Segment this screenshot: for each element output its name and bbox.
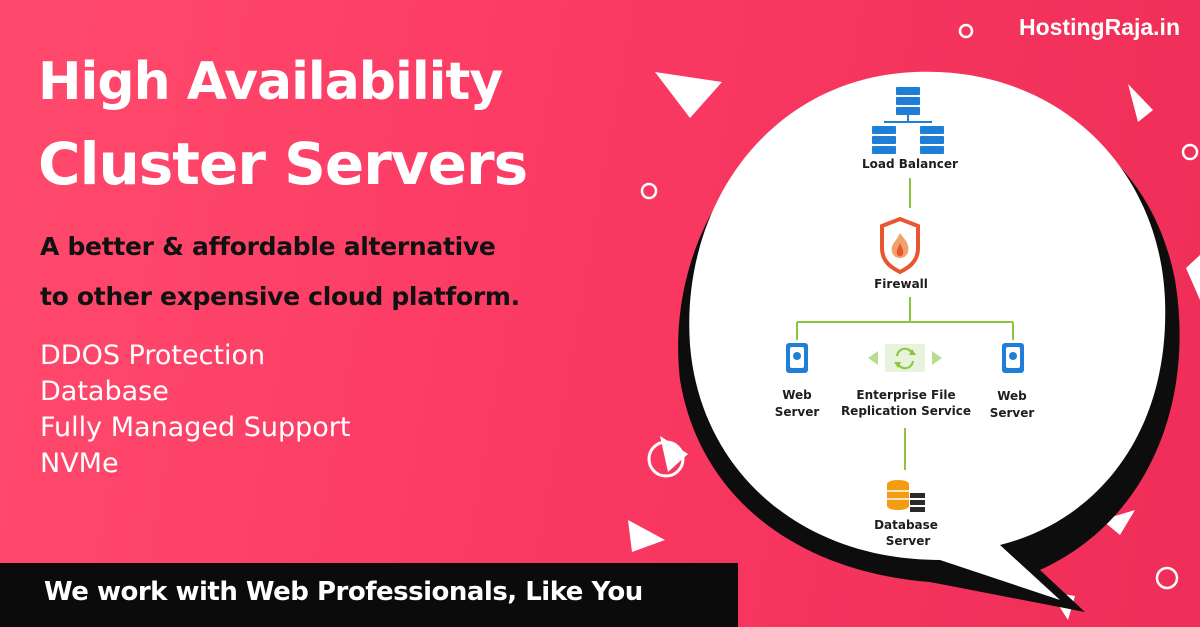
triangle-decoration xyxy=(1128,84,1153,122)
headline-line2: Cluster Servers xyxy=(38,130,528,198)
firewall-icon xyxy=(880,216,920,275)
web-server-icon xyxy=(786,343,808,373)
web-server-left-label-line1: Web xyxy=(782,388,812,402)
web-server-icon xyxy=(1002,343,1024,373)
diagram-connectors xyxy=(796,178,1014,470)
load-balancer-label: Load Balancer xyxy=(862,157,958,171)
triangle-decoration xyxy=(1102,510,1135,535)
triangle-decoration xyxy=(655,72,722,118)
feature-item: DDOS Protection xyxy=(40,340,266,371)
subtitle-line2: to other expensive cloud platform. xyxy=(40,282,520,311)
ring-decoration xyxy=(1181,143,1199,161)
ring-decoration xyxy=(1155,566,1179,590)
triangle-decoration xyxy=(628,520,665,552)
subtitle-line1: A better & affordable alternative xyxy=(40,232,496,261)
replication-label-line2: Replication Service xyxy=(841,404,971,418)
bottom-banner-text: We work with Web Professionals, Like You xyxy=(44,577,643,607)
web-server-right-label-line2: Server xyxy=(990,406,1035,420)
feature-item: Database xyxy=(40,376,169,407)
firewall-label: Firewall xyxy=(874,277,928,291)
ring-decoration xyxy=(958,23,974,39)
load-balancer-icon xyxy=(872,87,944,154)
feature-item: NVMe xyxy=(40,448,119,479)
database-label-line1: Database xyxy=(874,518,938,532)
headline-line1: High Availability xyxy=(38,52,503,112)
bottom-banner xyxy=(0,563,738,627)
speech-bubble xyxy=(689,71,1166,601)
replication-label-line1: Enterprise File xyxy=(856,388,955,402)
replication-icon xyxy=(868,344,942,372)
database-label-line2: Server xyxy=(886,534,931,548)
feature-item: Fully Managed Support xyxy=(40,412,351,443)
ring-decoration xyxy=(640,182,658,200)
brand-logo[interactable]: HostingRaja.in xyxy=(1018,14,1180,40)
web-server-left-label-line2: Server xyxy=(775,405,820,419)
triangle-decoration xyxy=(660,436,688,472)
ring-decoration xyxy=(647,440,685,478)
database-icon xyxy=(887,480,925,512)
web-server-right-label-line1: Web xyxy=(997,389,1027,403)
feature-list: DDOS Protection Database Fully Managed S… xyxy=(40,338,350,482)
triangle-decoration xyxy=(1186,255,1200,300)
